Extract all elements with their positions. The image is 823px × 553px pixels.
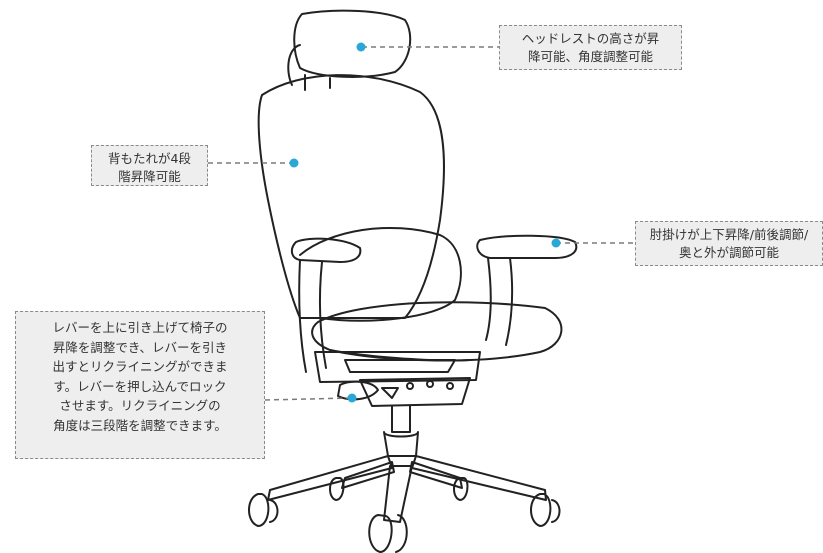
left-armrest	[290, 237, 362, 263]
marker-dot-headrest	[356, 42, 366, 52]
marker-dot-lever	[347, 393, 357, 403]
callout-text-line: 角度は三段階を調整できます。	[53, 417, 227, 433]
callout-text-line: 背もたれが4段	[108, 151, 191, 166]
seat-mechanism	[314, 351, 481, 383]
caster-front	[368, 514, 408, 553]
caster-back-right	[453, 477, 469, 501]
callout-text-line: レバーを上に引き上げて椅子の	[52, 320, 228, 335]
callout-text-line: す。レバーを押し込んでロック	[53, 378, 227, 394]
callout-lever: レバーを上に引き上げて椅子の 昇降を調整でき、レバーを引き 出すとリクライニング…	[15, 311, 265, 459]
gas-lift	[391, 405, 411, 433]
caster-left	[248, 493, 279, 527]
callout-text-line: させます。リクライニングの	[59, 398, 221, 413]
callout-text-line: 奥と外が調節可能	[678, 245, 779, 260]
callout-text-line: ヘッドレストの高さが昇	[521, 31, 660, 46]
callout-text-line: 肘掛けが上下昇降/前後調節/	[649, 227, 809, 242]
marker-dot-backrest	[289, 158, 299, 168]
right-armrest	[476, 234, 578, 259]
caster-right	[530, 493, 561, 527]
backrest-lumbar	[299, 226, 462, 322]
callout-headrest: ヘッドレストの高さが昇 降可能、角度調整可能	[499, 25, 682, 70]
backrest-shape	[257, 74, 445, 319]
callout-backrest: 背もたれが4段 階昇降可能	[91, 145, 208, 186]
caster-back-left	[329, 477, 345, 501]
callout-text-line: 降可能、角度調整可能	[527, 49, 653, 64]
callout-text-line: 出すとリクライニングができま	[52, 359, 228, 374]
leader-lever	[264, 397, 353, 401]
callout-text-line: 階昇降可能	[118, 169, 181, 184]
marker-dot-armrest	[551, 238, 561, 248]
headrest-shape	[293, 9, 412, 78]
callout-text-line: 昇降を調整でき、レバーを引き	[52, 339, 228, 355]
callout-armrest: 肘掛けが上下昇降/前後調節/ 奥と外が調節可能	[635, 221, 823, 266]
